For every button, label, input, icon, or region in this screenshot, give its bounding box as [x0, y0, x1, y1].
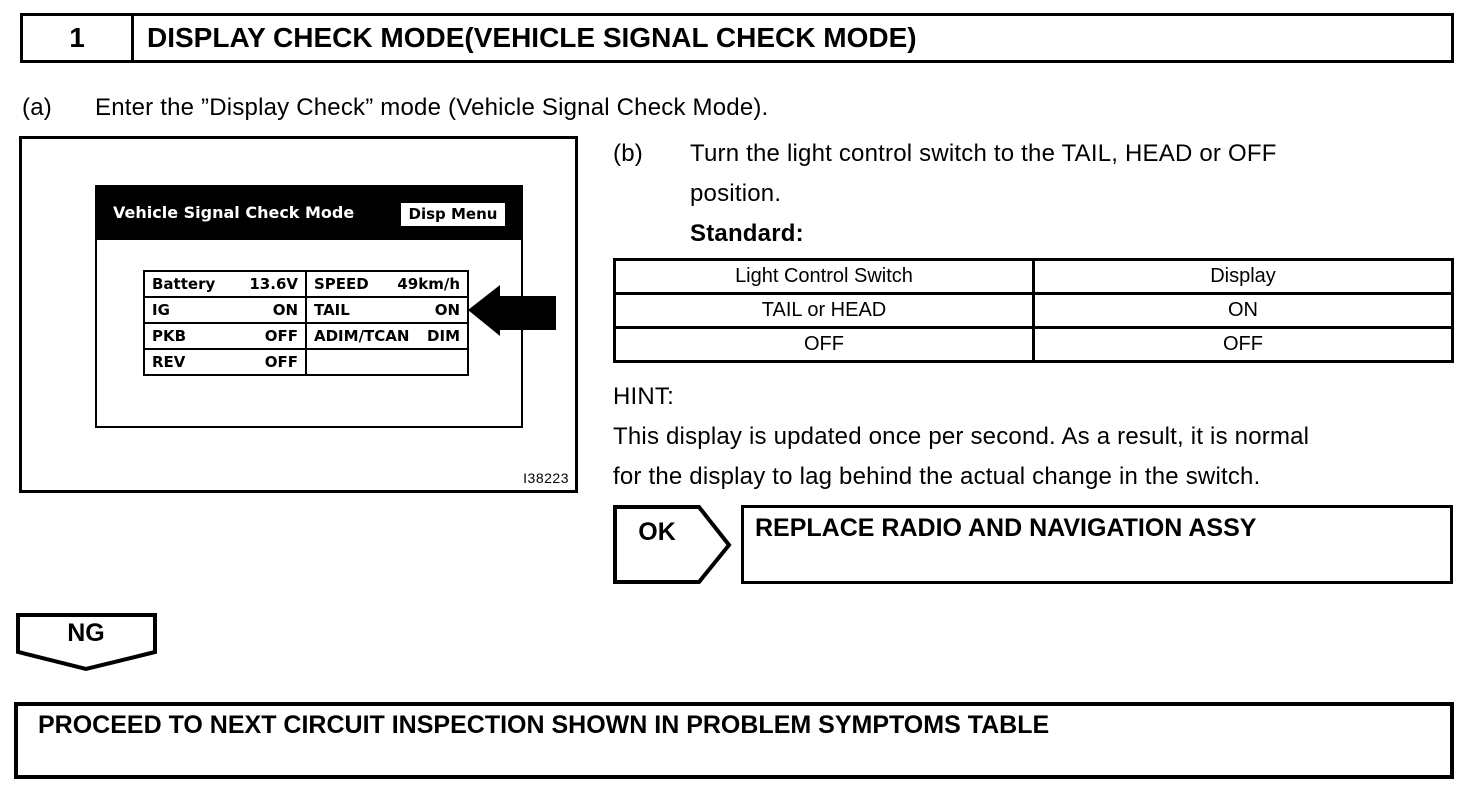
- hint-line: for the display to lag behind the actual…: [613, 463, 1261, 490]
- step-b-line: Turn the light control switch to the TAI…: [690, 140, 1277, 167]
- table-row: PKB OFF ADIM/TCAN DIM: [143, 322, 469, 350]
- signal-value: ON: [434, 301, 460, 319]
- ok-action-box: REPLACE RADIO AND NAVIGATION ASSY: [741, 505, 1453, 584]
- figure-id: I38223: [523, 470, 569, 486]
- step-b-label: (b): [613, 140, 643, 167]
- display-screen: Vehicle Signal Check Mode Disp Menu Batt…: [95, 185, 523, 428]
- standard-cell: OFF: [1032, 326, 1454, 363]
- screen-header-bar: Vehicle Signal Check Mode Disp Menu: [97, 187, 521, 240]
- screen-title: Vehicle Signal Check Mode: [113, 203, 355, 222]
- signal-label: REV: [152, 353, 186, 371]
- figure: Vehicle Signal Check Mode Disp Menu Batt…: [19, 136, 578, 493]
- ng-banner-icon: [16, 613, 157, 672]
- step-b-text: Turn the light control switch to the TAI…: [690, 134, 1277, 254]
- signal-cell: TAIL ON: [305, 296, 469, 324]
- table-row: REV OFF: [143, 348, 469, 376]
- signal-cell: Battery 13.6V: [143, 270, 307, 298]
- signal-label: IG: [152, 301, 170, 319]
- hint-label: HINT:: [613, 383, 674, 410]
- signal-label: PKB: [152, 327, 187, 345]
- hint-line: This display is updated once per second.…: [613, 423, 1310, 450]
- step-a-text: Enter the ”Display Check” mode (Vehicle …: [95, 94, 769, 121]
- signal-value: ON: [272, 301, 298, 319]
- signal-value: OFF: [264, 353, 298, 371]
- signal-cell: REV OFF: [143, 348, 307, 376]
- step-number: 1: [23, 16, 134, 60]
- ok-label: OK: [638, 518, 676, 546]
- step-a-label: (a): [22, 94, 52, 121]
- signal-cell: IG ON: [143, 296, 307, 324]
- table-row: TAIL or HEAD ON: [613, 292, 1454, 329]
- signal-label: SPEED: [314, 275, 369, 293]
- ok-pentagon-icon: [613, 505, 732, 584]
- table-row: IG ON TAIL ON: [143, 296, 469, 324]
- ok-badge: OK: [613, 505, 732, 584]
- pointer-arrow-icon: [468, 285, 556, 336]
- standard-table: Light Control Switch Display TAIL or HEA…: [613, 258, 1454, 363]
- standard-cell: OFF: [613, 326, 1035, 363]
- signal-label: TAIL: [314, 301, 350, 319]
- step-b-line: position.: [690, 180, 782, 207]
- table-row: OFF OFF: [613, 326, 1454, 363]
- signal-label: Battery: [152, 275, 216, 293]
- vehicle-signal-table: Battery 13.6V SPEED 49km/h IG ON TAIL ON PKB…: [143, 270, 469, 376]
- table-row: Battery 13.6V SPEED 49km/h: [143, 270, 469, 298]
- step-header: 1 DISPLAY CHECK MODE(VEHICLE SIGNAL CHEC…: [20, 13, 1454, 63]
- disp-menu-button: Disp Menu: [401, 203, 505, 226]
- signal-label: ADIM/TCAN: [314, 327, 410, 345]
- signal-cell: SPEED 49km/h: [305, 270, 469, 298]
- ng-badge: NG: [16, 613, 158, 673]
- standard-header-cell: Light Control Switch: [613, 258, 1035, 295]
- signal-value: OFF: [264, 327, 298, 345]
- standard-cell: TAIL or HEAD: [613, 292, 1035, 329]
- signal-value: 49km/h: [397, 275, 460, 293]
- signal-value: DIM: [427, 327, 460, 345]
- step-a-paragraph: (a) Enter the ”Display Check” mode (Vehi…: [22, 88, 768, 128]
- hint-block: HINT: This display is updated once per s…: [613, 377, 1309, 497]
- page-title: DISPLAY CHECK MODE(VEHICLE SIGNAL CHECK …: [147, 22, 917, 53]
- ng-label: NG: [67, 619, 105, 647]
- signal-cell: ADIM/TCAN DIM: [305, 322, 469, 350]
- standard-label: Standard:: [690, 220, 804, 247]
- table-header-row: Light Control Switch Display: [613, 258, 1454, 295]
- step-b-paragraph: (b) Turn the light control switch to the…: [613, 134, 1277, 254]
- standard-cell: ON: [1032, 292, 1454, 329]
- ng-action-box: PROCEED TO NEXT CIRCUIT INSPECTION SHOWN…: [14, 702, 1454, 779]
- signal-value: 13.6V: [249, 275, 298, 293]
- standard-header-cell: Display: [1032, 258, 1454, 295]
- signal-cell: PKB OFF: [143, 322, 307, 350]
- signal-cell: [305, 348, 469, 376]
